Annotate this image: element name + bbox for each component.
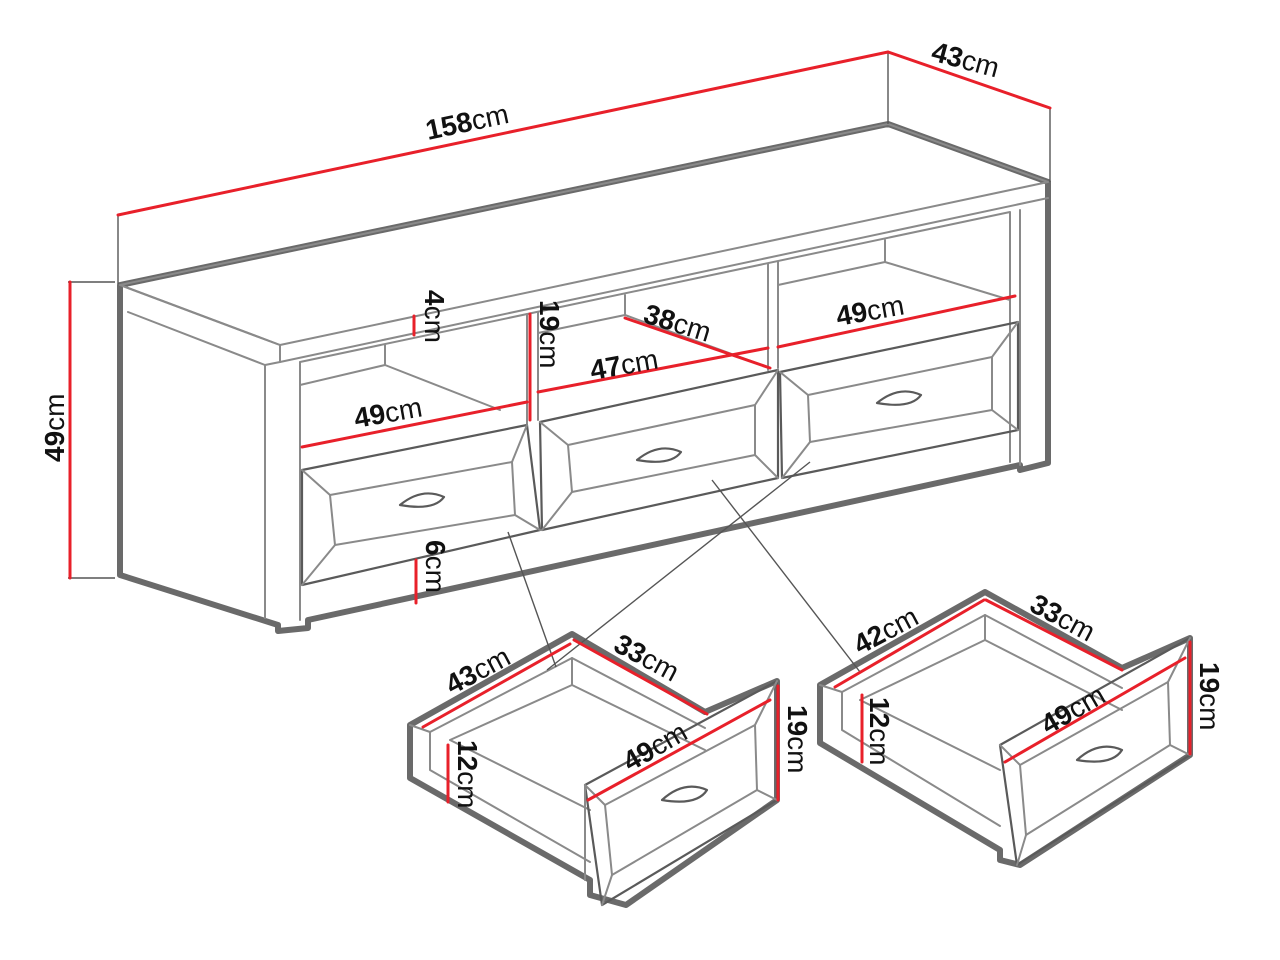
drawer-handle-icon xyxy=(875,390,923,406)
label-cabinet-width: 158cm xyxy=(423,98,512,146)
drawer-left-depth-line xyxy=(421,642,572,729)
depth-dimension-line xyxy=(886,50,1052,110)
drawer-handle-icon xyxy=(660,785,709,803)
cabinet-drawer-right xyxy=(778,320,1020,480)
cabinet-divider-left xyxy=(526,311,539,426)
drawer-right-exploded xyxy=(817,589,1193,868)
leader-lines xyxy=(507,461,861,673)
drawer-right-inner-width-line xyxy=(984,598,1124,672)
label-left-niche-width: 49cm xyxy=(352,391,425,433)
drawer-handle-icon xyxy=(398,492,446,508)
label-niche-inner-width: 47cm xyxy=(588,343,661,385)
cabinet-outline xyxy=(117,121,1051,634)
drawer-handle-icon xyxy=(1075,745,1124,763)
drawer-left-front-width-line xyxy=(586,698,772,802)
drawer-left-inner-width-line xyxy=(572,638,709,716)
dimension-lines xyxy=(68,50,1192,804)
label-drawer-right-side-height: 12cm xyxy=(864,697,895,765)
label-cabinet-depth: 43cm xyxy=(928,36,1002,84)
right-niche-width-line xyxy=(776,294,1017,349)
width-dimension-line xyxy=(116,50,890,217)
cabinet-front-frame xyxy=(299,209,1021,621)
cabinet-left-side xyxy=(119,284,281,619)
label-niche-height: 19cm xyxy=(534,300,565,368)
label-drawer-left-side-height: 12cm xyxy=(452,740,483,808)
drawer-handle-icon xyxy=(635,447,683,463)
label-drawer-left-front-height: 19cm xyxy=(782,705,813,773)
drawer-right-depth-line xyxy=(833,598,986,689)
niche-back-right xyxy=(777,239,1011,301)
label-leg-height: 6cm xyxy=(420,540,451,593)
niche-depth-line xyxy=(623,316,772,370)
left-niche-width-line xyxy=(300,400,529,449)
label-top-clearance: 4cm xyxy=(419,290,450,343)
cabinet-divider-right xyxy=(767,261,779,371)
tv-cabinet xyxy=(117,121,1051,634)
cabinet-drawer-middle xyxy=(538,368,780,532)
label-cabinet-height: 49cm xyxy=(39,394,70,462)
drawer-right-front-width-line xyxy=(1003,656,1187,764)
label-drawer-right-front-height: 19cm xyxy=(1194,662,1225,730)
niche-back-left xyxy=(299,344,501,441)
niche-inner-width-line xyxy=(536,346,770,394)
cabinet-drawer-left xyxy=(300,423,542,587)
label-right-niche-width: 49cm xyxy=(834,289,907,331)
